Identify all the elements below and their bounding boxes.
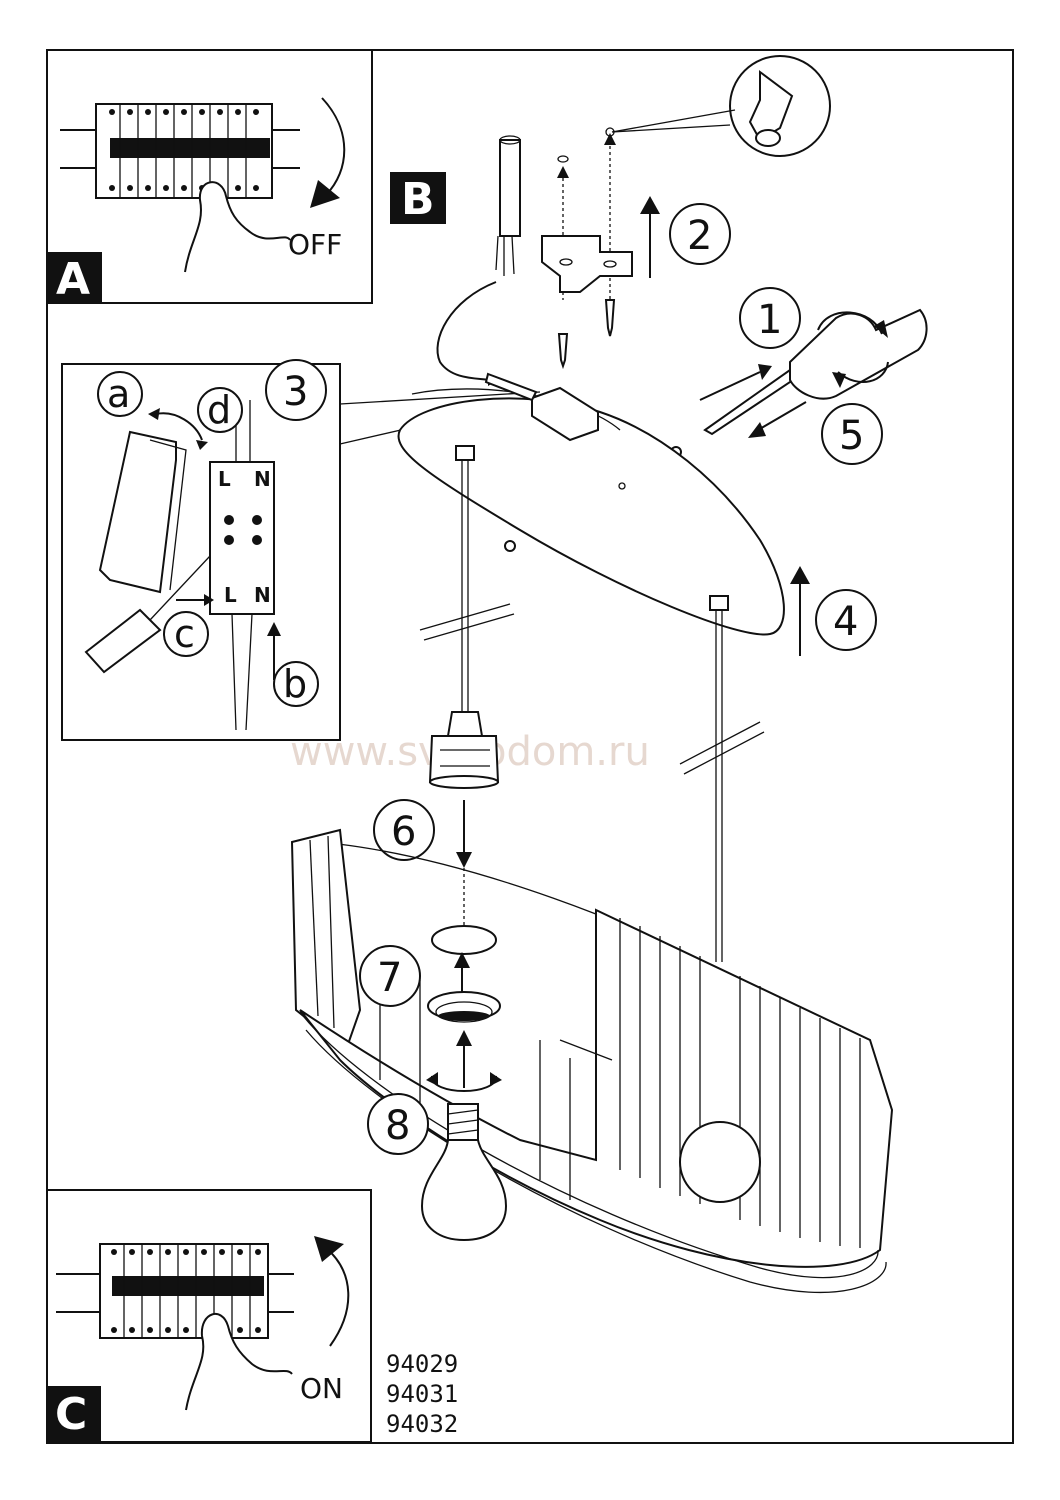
panel-b-label: B — [401, 174, 435, 225]
lamp-holder: 6 — [373, 711, 500, 930]
bulb-icon — [420, 1103, 508, 1242]
detail-letter-d: d — [207, 388, 231, 432]
curved-arrow-up-icon — [325, 1247, 350, 1347]
step-8-badge — [367, 1093, 429, 1155]
breaker-strip-on — [56, 1243, 294, 1339]
switch-off-label: OFF — [288, 228, 342, 261]
hand-icon — [185, 1313, 293, 1411]
step-1-label: 1 — [757, 297, 782, 343]
breaker-strip-off — [60, 103, 300, 199]
step-7-label: 7 — [377, 955, 402, 1001]
panel-a-badge — [47, 252, 102, 302]
wall-plug-icon — [748, 70, 794, 147]
step-6-badge — [373, 799, 435, 861]
detail-letter-b: b — [283, 662, 307, 706]
panel-a: OFF A — [46, 49, 373, 305]
lamp-parts: 7 8 — [359, 925, 508, 1242]
terminal-n-bottom: N — [254, 583, 271, 607]
lamp-shade — [290, 828, 894, 1294]
panel-b-badge — [390, 172, 446, 224]
hand-icon — [184, 181, 291, 273]
wiring-detail: 3 L N L N a b c d — [61, 359, 541, 741]
shade-ring — [427, 991, 501, 1023]
detail-letter-c: c — [174, 612, 195, 656]
model-number-2: 94031 — [386, 1380, 458, 1408]
step-1-badge — [739, 287, 801, 349]
step-3-label: 3 — [283, 369, 308, 415]
screwdriver-step-1-5: 1 5 — [670, 287, 928, 465]
model-number-1: 94029 — [386, 1350, 458, 1378]
outer-frame — [46, 49, 1014, 1444]
step-5-label: 5 — [839, 413, 864, 459]
step-6-label: 6 — [391, 809, 416, 855]
panel-a-label: A — [56, 254, 90, 305]
model-number-3: 94032 — [386, 1410, 458, 1438]
glass-disc — [431, 925, 497, 955]
panel-c: ON C — [46, 1189, 372, 1443]
step-2-label: 2 — [687, 213, 712, 259]
step-8-label: 8 — [385, 1103, 410, 1149]
supply-cable — [436, 135, 521, 386]
ceiling-fixings: 2 — [541, 55, 831, 370]
step-4-label: 4 — [833, 599, 858, 645]
terminal-box — [531, 386, 599, 442]
step-7-badge — [359, 945, 421, 1007]
mounting-bracket — [541, 235, 633, 293]
screw-icon-right — [604, 299, 616, 337]
panel-c-label: C — [55, 1389, 87, 1440]
curved-arrow-down-icon — [321, 97, 346, 196]
canopy: 4 — [397, 372, 877, 962]
step-5-badge — [821, 403, 883, 465]
terminal-l-bottom: L — [224, 583, 237, 607]
step-4-badge — [815, 589, 877, 651]
step-2-badge — [669, 203, 731, 265]
terminal-l-top: L — [218, 467, 231, 491]
terminal-n-top: N — [254, 467, 271, 491]
detail-letter-a: a — [107, 372, 130, 416]
switch-on-label: ON — [300, 1372, 343, 1405]
step-3-badge — [265, 359, 327, 421]
panel-c-badge — [47, 1386, 101, 1441]
screw-icon-left — [557, 333, 569, 370]
